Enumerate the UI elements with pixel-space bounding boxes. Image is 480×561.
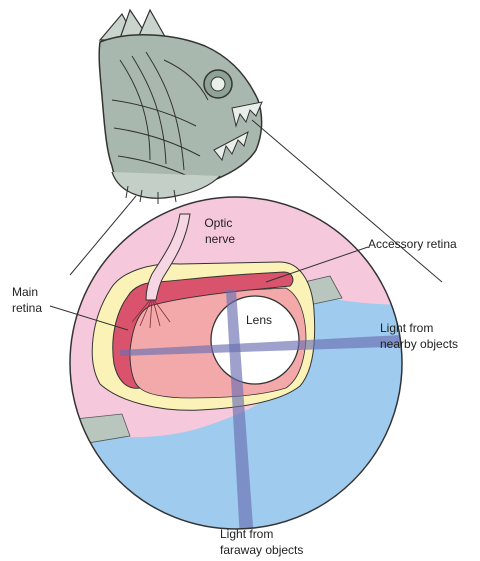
label-lens: Lens	[246, 313, 272, 327]
label-accessory-retina: Accessory retina	[368, 237, 457, 251]
magnified-eye	[60, 190, 420, 560]
lens-circle	[211, 296, 299, 384]
fish-head-illustration	[99, 10, 262, 204]
label-light-faraway: Light from faraway objects	[220, 527, 303, 557]
label-main-retina: Main retina	[12, 285, 42, 315]
